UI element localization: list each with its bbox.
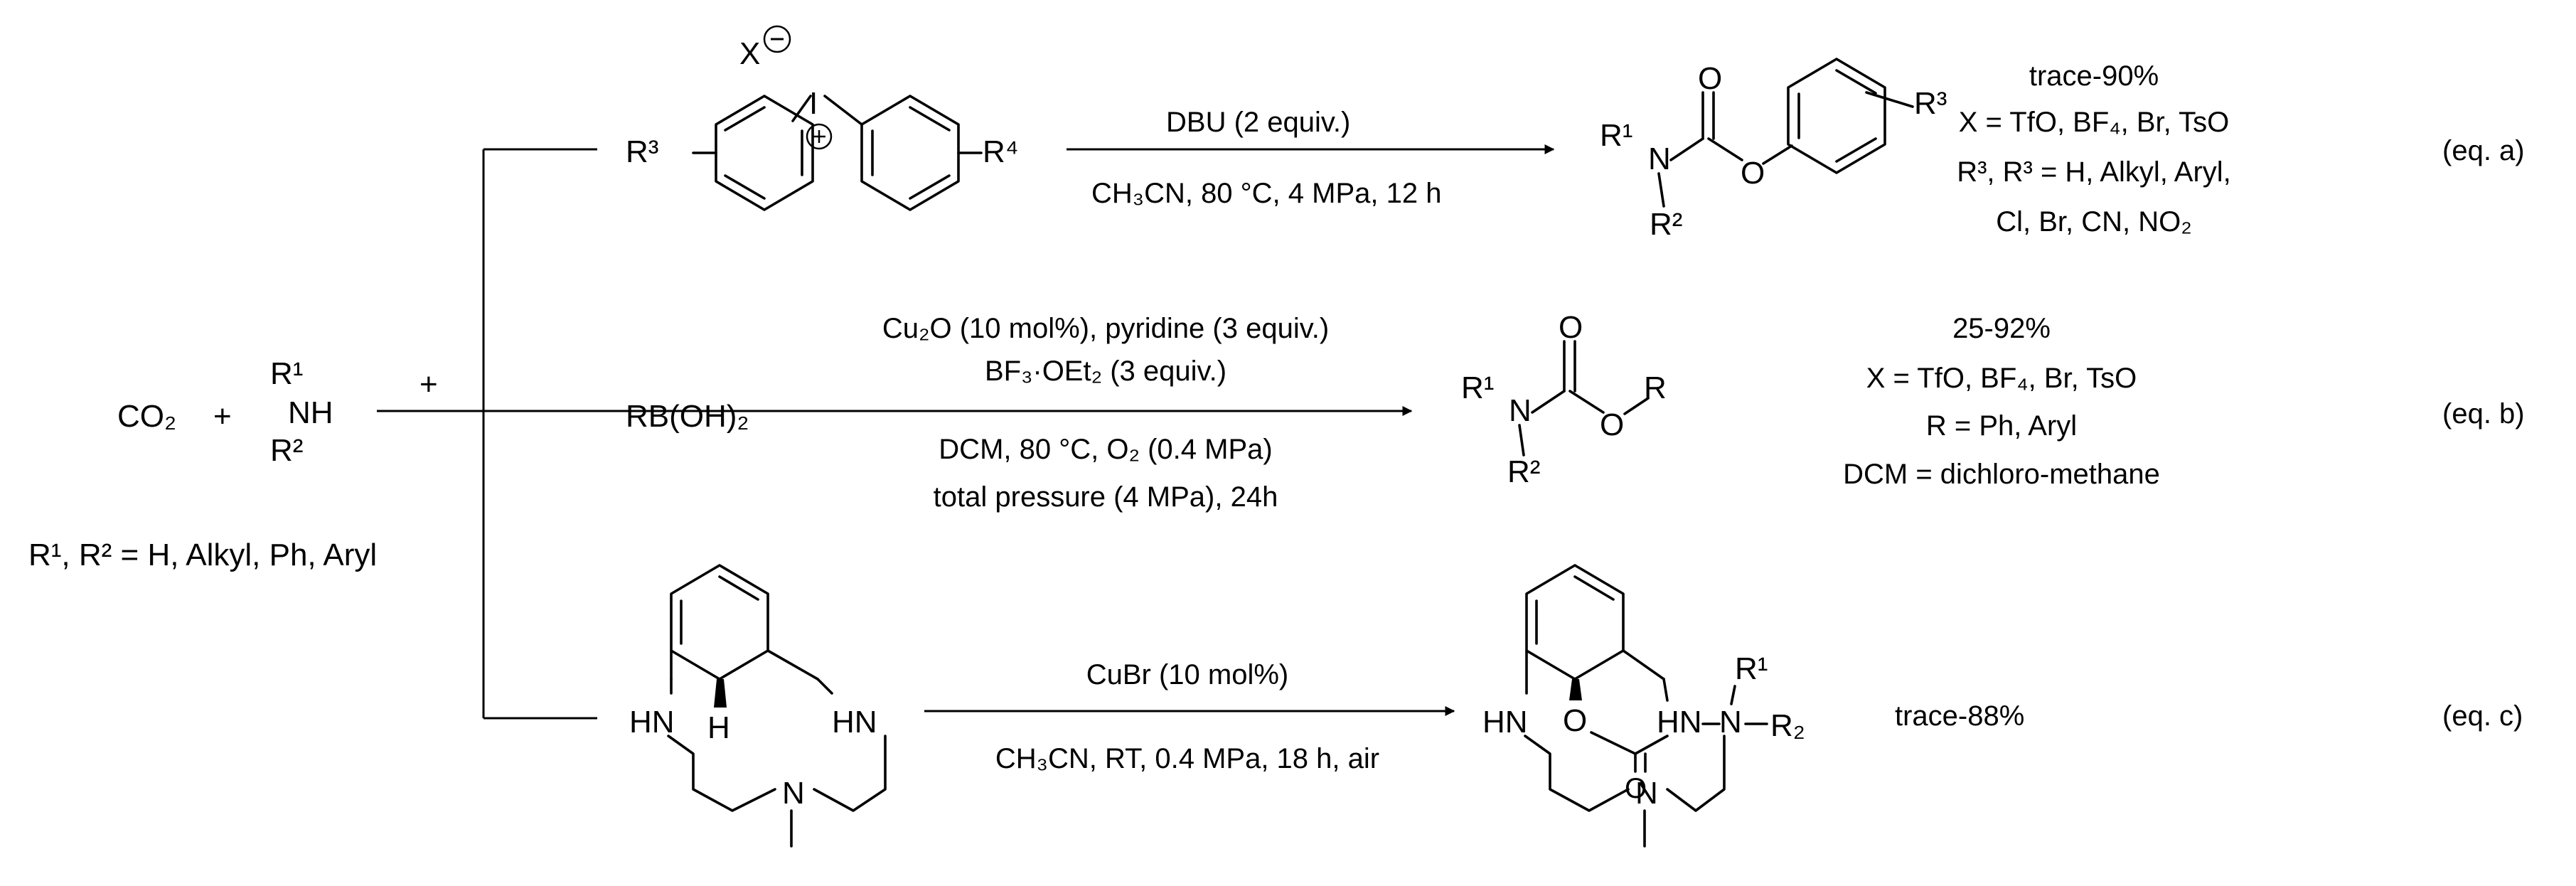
aryl-substituent: R³ bbox=[1914, 86, 1947, 121]
eq-a-arrow: DBU (2 equiv.) CH₃CN, 80 °C, 4 MPa, 12 h bbox=[1067, 107, 1555, 209]
eq-b-reagent-line2: BF₃·OEt₂ (3 equiv.) bbox=[985, 356, 1226, 387]
macro-hn-right: HN bbox=[832, 705, 877, 740]
eq-c-reagent: CuBr (10 mol%) bbox=[1086, 659, 1289, 690]
eq-c-conditions: CH₃CN, RT, 0.4 MPa, 18 h, air bbox=[995, 743, 1379, 774]
boronic-acid-label: RB(OH)₂ bbox=[626, 399, 749, 434]
eq-b-product: R¹ N R² O O R bbox=[1461, 310, 1667, 489]
product-n: N bbox=[1509, 393, 1532, 428]
eq-b-reactant: RB(OH)₂ bbox=[626, 399, 749, 434]
co2-label: CO₂ bbox=[117, 399, 176, 434]
plus-sign: + bbox=[213, 399, 232, 434]
eq-a-scope-r2: Cl, Br, CN, NO₂ bbox=[1996, 206, 2192, 237]
product-n-amide: N bbox=[1719, 705, 1742, 740]
product-r1: R¹ bbox=[1600, 118, 1632, 153]
eq-b-conditions-line1: DCM, 80 °C, O₂ (0.4 MPa) bbox=[939, 434, 1272, 465]
eq-b-label: (eq. b) bbox=[2442, 398, 2525, 429]
reactants-group: CO₂ + R¹ NH R² + R¹, R² = H, Alkyl, Ph, … bbox=[28, 356, 438, 572]
amine-r1-label: R¹ bbox=[270, 356, 303, 391]
product-n: N bbox=[1648, 142, 1671, 176]
carbonyl-oxygen: O bbox=[1698, 61, 1722, 96]
eq-b-scope: 25-92% X = TfO, BF₄, Br, TsO R = Ph, Ary… bbox=[1843, 313, 2524, 490]
eq-c-arrow: CuBr (10 mol%) CH₃CN, RT, 0.4 MPa, 18 h,… bbox=[924, 659, 1455, 774]
ester-oxygen: O bbox=[1600, 407, 1624, 442]
product-hn-right: HN bbox=[1657, 705, 1702, 740]
eq-a-conditions: CH₃CN, 80 °C, 4 MPa, 12 h bbox=[1091, 178, 1441, 209]
negative-charge-icon bbox=[763, 25, 791, 53]
eq-b-scope-r: R = Ph, Aryl bbox=[1926, 410, 2077, 442]
ester-oxygen: O bbox=[1741, 156, 1765, 191]
macro-hn-left: HN bbox=[629, 705, 675, 740]
eq-a-reactant: X I R³ R⁴ bbox=[626, 25, 1019, 211]
product-hn-left: HN bbox=[1482, 705, 1528, 740]
macro-h-atom: H bbox=[707, 710, 730, 745]
eq-b-arrow: Cu₂O (10 mol%), pyridine (3 equiv.) BF₃·… bbox=[796, 313, 1413, 513]
eq-c-yield: trace-88% bbox=[1895, 700, 2024, 732]
benzene-ring bbox=[860, 95, 960, 211]
counterion-label: X bbox=[739, 36, 760, 71]
left-substituent: R³ bbox=[626, 134, 658, 169]
eq-c-product: HN HN O O N R¹ R₂ N bbox=[1482, 564, 1805, 848]
eq-c-label: (eq. c) bbox=[2442, 700, 2523, 732]
eq-b-scope-dcm: DCM = dichloro-methane bbox=[1843, 459, 2160, 490]
eq-b-scope-x: X = TfO, BF₄, Br, TsO bbox=[1866, 363, 2137, 394]
product-r2: R² bbox=[1650, 207, 1682, 242]
eq-a-scope-r: R³, R³ = H, Alkyl, Aryl, bbox=[1957, 156, 2231, 188]
product-r: R bbox=[1644, 370, 1667, 405]
eq-b-yield: 25-92% bbox=[1952, 313, 2051, 344]
eq-a-scope: trace-90% X = TfO, BF₄, Br, TsO R³, R³ =… bbox=[1957, 60, 2524, 237]
benzene-ring bbox=[715, 95, 814, 211]
product-o-ether: O bbox=[1563, 703, 1587, 738]
right-substituent: R⁴ bbox=[983, 134, 1019, 169]
branch-bracket bbox=[377, 148, 796, 720]
amine-nh-label: NH bbox=[288, 395, 333, 430]
eq-b-reagent-line1: Cu₂O (10 mol%), pyridine (3 equiv.) bbox=[882, 313, 1329, 344]
carbonyl-oxygen: O bbox=[1559, 310, 1583, 345]
iodine-label: I bbox=[809, 86, 818, 121]
plus-sign: + bbox=[419, 367, 438, 402]
eq-c-reactant: HN HN H N bbox=[629, 564, 887, 848]
product-n-ring: N bbox=[1635, 776, 1658, 811]
eq-a-yield: trace-90% bbox=[2029, 60, 2159, 92]
product-r2: R₂ bbox=[1770, 708, 1805, 743]
product-r2: R² bbox=[1507, 454, 1540, 489]
amine-scope-text: R¹, R² = H, Alkyl, Ph, Aryl bbox=[28, 538, 377, 572]
amine-r2-label: R² bbox=[270, 433, 303, 468]
eq-c-scope: trace-88% (eq. c) bbox=[1895, 700, 2523, 732]
eq-a-label: (eq. a) bbox=[2442, 135, 2525, 166]
eq-a-reagent: DBU (2 equiv.) bbox=[1166, 107, 1350, 138]
eq-a-product: R¹ N R² O O R³ bbox=[1600, 58, 1947, 242]
positive-charge-icon bbox=[806, 123, 833, 150]
product-r1: R¹ bbox=[1461, 370, 1494, 405]
macro-n-ring: N bbox=[782, 776, 805, 811]
benzene-ring bbox=[1787, 58, 1886, 174]
eq-a-scope-x: X = TfO, BF₄, Br, TsO bbox=[1959, 107, 2230, 138]
product-r1: R¹ bbox=[1735, 651, 1768, 686]
eq-b-conditions-line2: total pressure (4 MPa), 24h bbox=[934, 481, 1278, 513]
